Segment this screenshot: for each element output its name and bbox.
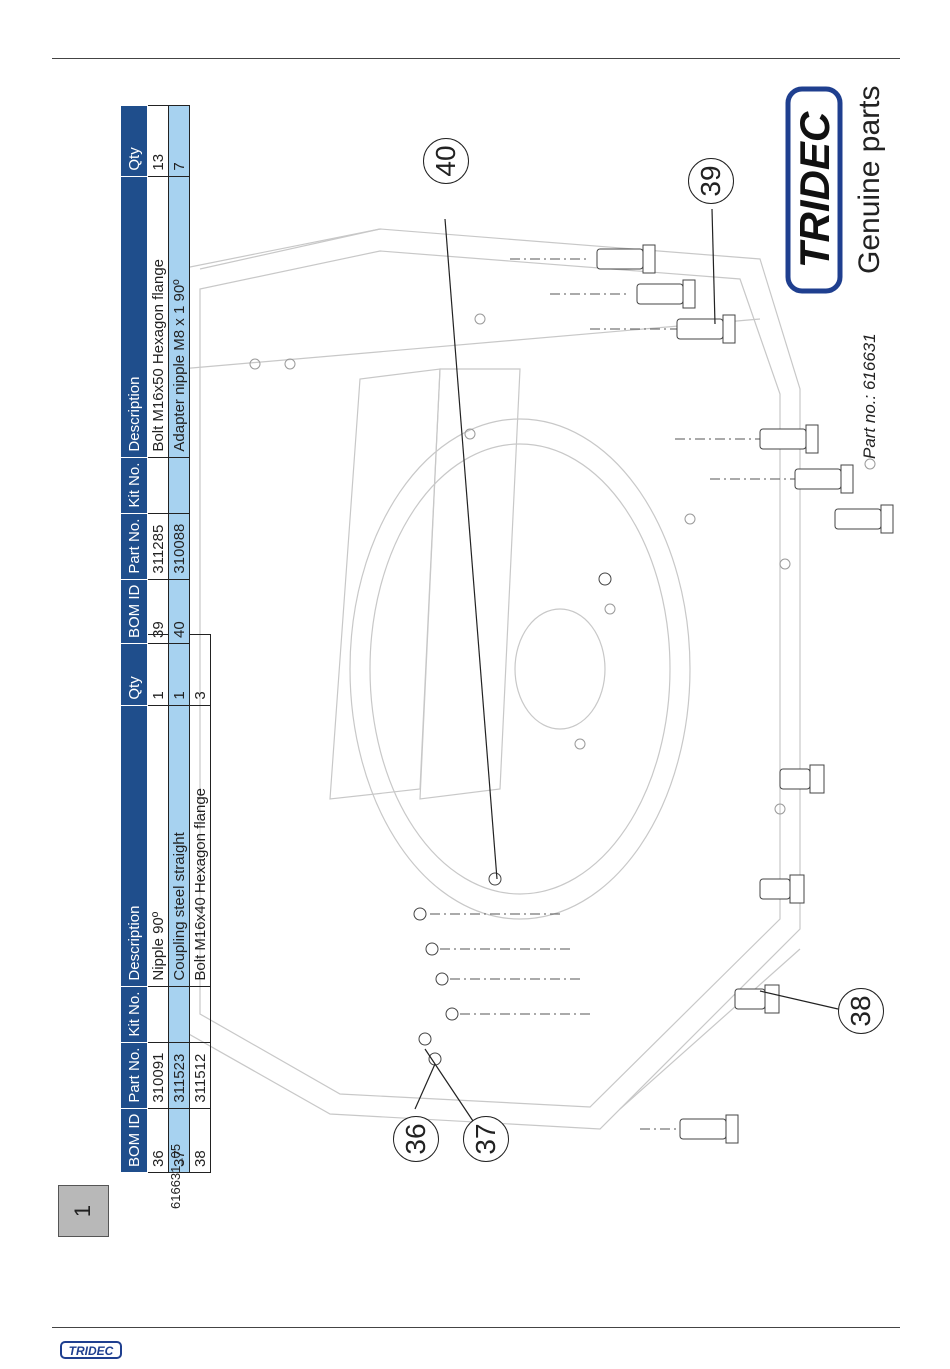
- arm-beam-lower: [419, 368, 521, 800]
- frame-outline: [179, 228, 801, 1130]
- cell-description: Bolt M16x40 Hexagon flange: [189, 705, 211, 987]
- bolt-39: [596, 244, 656, 274]
- cell-bom-id: 40: [168, 579, 190, 644]
- slewing-ring-inner: [369, 443, 671, 895]
- header-qty: Qty: [120, 105, 148, 177]
- cell-description: Bolt M16x50 Hexagon flange: [147, 176, 169, 458]
- bom-table-1-header: BOM ID Part No. Kit No. Description Qty: [120, 634, 148, 1173]
- table-row: 36 310091 Nipple 90º 1: [147, 634, 169, 1173]
- drawing-code: 616631_05: [168, 1143, 183, 1209]
- cell-description: Coupling steel straight: [168, 705, 190, 987]
- brand-logo-text: TRIDEC: [791, 111, 838, 268]
- cell-bom-id: 36: [147, 1108, 169, 1173]
- bolt-38: [759, 874, 805, 904]
- adapter-nipple-40: [598, 572, 612, 586]
- footer-logo: TRIDEC: [60, 1341, 122, 1359]
- cell-bom-id: 38: [189, 1108, 211, 1173]
- bom-table-2-header: BOM ID Part No. Kit No. Description Qty: [120, 105, 148, 644]
- callout-39: 39: [688, 158, 734, 204]
- cell-qty: 3: [189, 634, 211, 706]
- adapter-nipple-40: [488, 872, 502, 886]
- header-bom-id: BOM ID: [120, 1108, 148, 1173]
- bolt-38: [779, 764, 825, 794]
- cell-bom-id: 39: [147, 579, 169, 644]
- cell-part-no: 310091: [147, 1042, 169, 1109]
- callout-38: 38: [838, 988, 884, 1034]
- cell-qty: 7: [168, 105, 190, 177]
- part-number-label: Part no.: 616631: [860, 333, 879, 459]
- top-rule: [52, 58, 900, 59]
- callout-37: 37: [463, 1116, 509, 1162]
- cell-kit-no: [189, 986, 211, 1043]
- frame-inner-outline: [199, 250, 781, 1108]
- brand-logo: TRIDEC: [785, 86, 843, 294]
- cell-qty: 1: [168, 634, 190, 706]
- callout-40: 40: [423, 138, 469, 184]
- header-description: Description: [120, 705, 148, 987]
- footer-logo-text: TRIDEC: [69, 1344, 114, 1358]
- cell-qty: 1: [147, 634, 169, 706]
- header-qty: Qty: [120, 634, 148, 706]
- cell-qty: 13: [147, 105, 169, 177]
- hub: [514, 608, 606, 730]
- bolt-39: [676, 314, 736, 344]
- table-row: 39 311285 Bolt M16x50 Hexagon flange 13: [147, 105, 169, 644]
- header-kit-no: Kit No.: [120, 986, 148, 1043]
- bolt-39: [679, 1114, 739, 1144]
- bottom-rule: [52, 1327, 900, 1328]
- page-number-box: 1: [58, 1185, 109, 1237]
- cell-kit-no: [147, 986, 169, 1043]
- bom-table-2: BOM ID Part No. Kit No. Description Qty …: [120, 105, 190, 644]
- table-row: 40 310088 Adapter nipple M8 x 1 90º 7: [168, 105, 190, 644]
- cell-part-no: 311285: [147, 513, 169, 580]
- bolt-38: [734, 984, 780, 1014]
- cell-part-no: 310088: [168, 513, 190, 580]
- callout-36: 36: [393, 1116, 439, 1162]
- cell-kit-no: [147, 457, 169, 514]
- genuine-parts-label: Genuine parts: [853, 85, 886, 274]
- bolt-39: [794, 464, 854, 494]
- bom-table-1: BOM ID Part No. Kit No. Description Qty …: [120, 634, 211, 1173]
- bolt-39: [636, 279, 696, 309]
- bolt-39: [759, 424, 819, 454]
- cell-kit-no: [168, 457, 190, 514]
- bolt-39: [834, 504, 894, 534]
- cell-part-no: 311512: [189, 1042, 211, 1109]
- header-part-no: Part No.: [120, 513, 148, 580]
- cell-kit-no: [168, 986, 190, 1043]
- cell-description: Adapter nipple M8 x 1 90º: [168, 176, 190, 458]
- nipple-fittings: [413, 907, 459, 1066]
- table-row: 38 311512 Bolt M16x40 Hexagon flange 3: [189, 634, 211, 1173]
- table-row: 37 311523 Coupling steel straight 1: [168, 634, 190, 1173]
- slewing-ring: [349, 418, 691, 920]
- cell-description: Nipple 90º: [147, 705, 169, 987]
- cell-part-no: 311523: [168, 1042, 190, 1109]
- header-description: Description: [120, 176, 148, 458]
- header-part-no: Part No.: [120, 1042, 148, 1109]
- header-kit-no: Kit No.: [120, 457, 148, 514]
- header-bom-id: BOM ID: [120, 579, 148, 644]
